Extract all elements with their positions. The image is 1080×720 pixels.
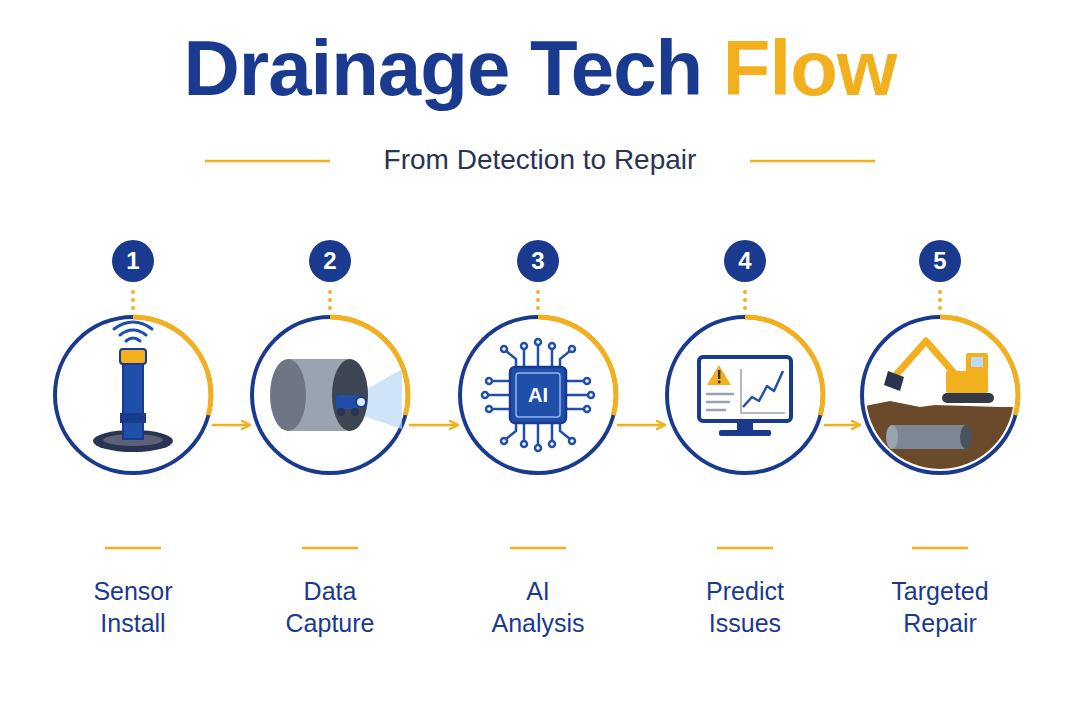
title: Drainage Tech Flow	[0, 22, 1080, 114]
flow-arrow	[213, 424, 250, 427]
step-column: 3 AI Analysis	[458, 240, 618, 645]
dot-leader	[938, 298, 942, 302]
step-ring	[55, 317, 211, 473]
sensor-icon	[93, 322, 173, 452]
dot-leader	[536, 290, 540, 294]
dot-leader	[131, 306, 135, 310]
callout-number: 5	[919, 240, 961, 282]
dot-leader	[328, 290, 332, 294]
label-rule	[105, 547, 161, 550]
dot-leader	[743, 290, 747, 294]
monitor-icon	[699, 357, 791, 436]
flow-arrow	[410, 424, 458, 427]
step-ring	[460, 317, 616, 473]
dot-leader	[131, 290, 135, 294]
ai-chip-icon	[482, 339, 594, 451]
callout-number: 2	[309, 240, 351, 282]
step-column: 2Data Capture	[250, 240, 410, 645]
dot-leader	[743, 306, 747, 310]
dot-leader	[536, 298, 540, 302]
callout-number: 4	[724, 240, 766, 282]
step-column: 5Targeted Repair	[860, 240, 1020, 645]
step-label: Sensor Install	[53, 575, 213, 639]
dot-leader	[938, 306, 942, 310]
callout-number: 1	[112, 240, 154, 282]
label-rule	[912, 547, 968, 550]
dot-leader	[743, 298, 747, 302]
step-ring	[667, 317, 823, 473]
dot-leader	[328, 298, 332, 302]
step-label: Data Capture	[250, 575, 410, 639]
step-column: 4Predict Issues	[665, 240, 825, 645]
step-label: AI Analysis	[458, 575, 618, 639]
excavator-icon	[860, 341, 1020, 485]
label-rule	[302, 547, 358, 550]
title-text: Drainage Tech Flow	[183, 22, 896, 114]
dot-leader	[938, 290, 942, 294]
subtitle-text: From Detection to Repair	[384, 142, 697, 178]
step-label-text: Predict Issues	[685, 575, 805, 639]
subtitle: From Detection to Repair	[0, 142, 1080, 178]
step-label: Targeted Repair	[860, 575, 1020, 639]
flow-arrow	[618, 424, 665, 427]
dot-leader	[328, 306, 332, 310]
dot-leader	[536, 306, 540, 310]
step-label-text: Targeted Repair	[880, 575, 1000, 639]
flow-arrow	[825, 424, 860, 427]
pipe-camera-icon	[270, 359, 402, 431]
ring-accent	[133, 317, 211, 415]
dot-leader	[131, 298, 135, 302]
label-rule	[717, 547, 773, 550]
step-label-text: AI Analysis	[478, 575, 598, 639]
chip-label: AI	[513, 382, 563, 408]
label-rule	[510, 547, 566, 550]
step-label: Predict Issues	[665, 575, 825, 639]
step-ring	[252, 317, 408, 473]
step-column: 1Sensor Install	[53, 240, 213, 645]
step-label-text: Sensor Install	[73, 575, 193, 639]
step-label-text: Data Capture	[270, 575, 390, 639]
callout-number: 3	[517, 240, 559, 282]
